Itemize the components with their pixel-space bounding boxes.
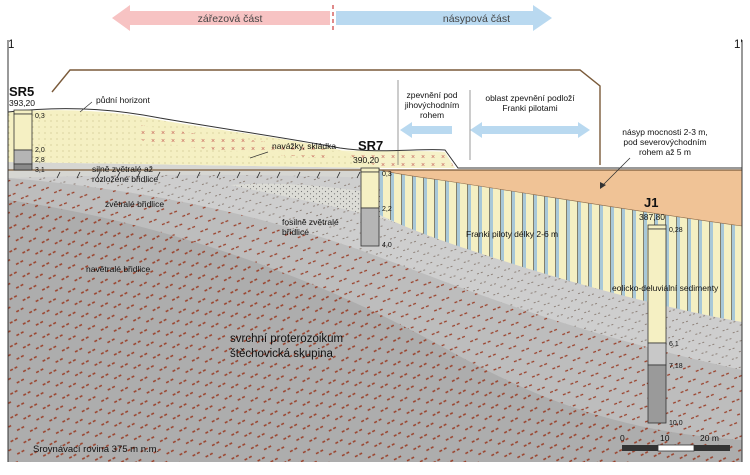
j1-name: J1 — [644, 195, 658, 210]
marker-left: 1 — [8, 39, 14, 51]
weathered-label: zvětralé břidlice — [105, 199, 164, 209]
franki-piles-label: Franki piloty délky 2-6 m — [466, 229, 558, 239]
sr7-depth-2: 2,2 — [382, 206, 392, 213]
sr5-depth-2: 2,0 — [35, 147, 45, 154]
scale-tick-10: 10 — [660, 433, 670, 443]
basement-label: svrchní proterozoikum štěchovická skupin… — [230, 333, 343, 360]
made-ground-label: navážky, skládka — [249, 141, 336, 159]
svg-text:rozložené břidlice: rozložené břidlice — [92, 174, 158, 184]
svg-text:půdní horizont: půdní horizont — [96, 95, 151, 105]
svg-text:pod severovýchodním: pod severovýchodním — [623, 137, 706, 147]
reinforced-south-label: zpevnění pod jihovýchodním rohem — [397, 80, 459, 165]
svg-text:zpevnění pod: zpevnění pod — [406, 90, 457, 100]
embankment-unit — [380, 170, 742, 226]
borehole-sr5: SR5 393,20 0,3 2,0 2,8 3,1 — [9, 84, 45, 174]
decomposed-label: silně zvětralé až rozložené břidlice — [92, 164, 158, 184]
sr5-depth-1: 0,3 — [35, 113, 45, 120]
svg-text:fosilně zvětralé: fosilně zvětralé — [282, 217, 339, 227]
sr7-elevation: 390,20 — [353, 155, 379, 165]
svg-text:násyp mocnosti 2-3 m,: násyp mocnosti 2-3 m, — [622, 127, 708, 137]
svg-text:navážky, skládka: navážky, skládka — [272, 141, 336, 151]
fill-arrow-label: násypová část — [443, 13, 510, 25]
reinforced-franki-label: oblast zpevnění podloží Franki pilotami — [469, 90, 590, 160]
j1-depth-3: 7,18 — [669, 363, 683, 370]
j1-depth-2: 6,1 — [669, 341, 679, 348]
building-outline — [51, 69, 601, 165]
fossil-label: fosilně zvětralé břidlice — [282, 217, 339, 237]
ground-profile — [7, 108, 742, 169]
sr5-depth-3: 2,8 — [35, 157, 45, 164]
scale-tick-0: 0 — [620, 433, 625, 443]
svg-text:oblast zpevnění podloží: oblast zpevnění podloží — [485, 93, 575, 103]
borehole-sr7: SR7 390,20 0,3 2,2 4,0 — [353, 138, 392, 249]
eolian-label: eolicko-deluviální sedimenty — [612, 283, 719, 293]
svg-text:silně zvětralé až: silně zvětralé až — [92, 164, 153, 174]
datum-label: Srovnávací rovina 375 m n.m. — [33, 444, 159, 455]
svg-text:rohem: rohem — [420, 110, 444, 120]
sr5-depth-4: 3,1 — [35, 167, 45, 174]
j1-depth-1: 0,28 — [669, 227, 683, 234]
svg-text:štěchovická skupina: štěchovická skupina — [230, 348, 334, 360]
sr7-name: SR7 — [358, 138, 383, 153]
embankment-label: násyp mocnosti 2-3 m, pod severovýchodní… — [600, 127, 708, 189]
scale-bar: 0 10 20 m — [620, 433, 730, 452]
sr7-depth-3: 4,0 — [382, 242, 392, 249]
marker-right: 1' — [734, 39, 743, 51]
svg-text:Franki pilotami: Franki pilotami — [502, 103, 557, 113]
cut-arrow: zářezová část — [112, 5, 330, 31]
svg-text:rohem až 5 m: rohem až 5 m — [639, 147, 691, 157]
svg-text:svrchní proterozoikum: svrchní proterozoikum — [230, 333, 343, 345]
cut-arrow-label: zářezová část — [198, 13, 263, 25]
topsoil-label: půdní horizont — [79, 95, 151, 113]
slightly-weathered-label: navětralé břidlice — [86, 264, 151, 274]
j1-depth-4: 10,0 — [669, 420, 683, 427]
sr5-elevation: 393,20 — [9, 98, 35, 108]
sr7-depth-1: 0,3 — [382, 171, 392, 178]
j1-elevation: 387,80 — [639, 212, 665, 222]
fill-arrow: násypová část — [336, 5, 552, 31]
borehole-j1: J1 387,80 0,28 6,1 7,18 10,0 — [639, 195, 683, 427]
bedrock-ticks — [56, 171, 361, 179]
svg-text:břidlice: břidlice — [282, 227, 309, 237]
sr5-name: SR5 — [9, 84, 34, 99]
svg-text:jihovýchodním: jihovýchodním — [404, 100, 459, 110]
scale-tick-20: 20 m — [700, 433, 719, 443]
